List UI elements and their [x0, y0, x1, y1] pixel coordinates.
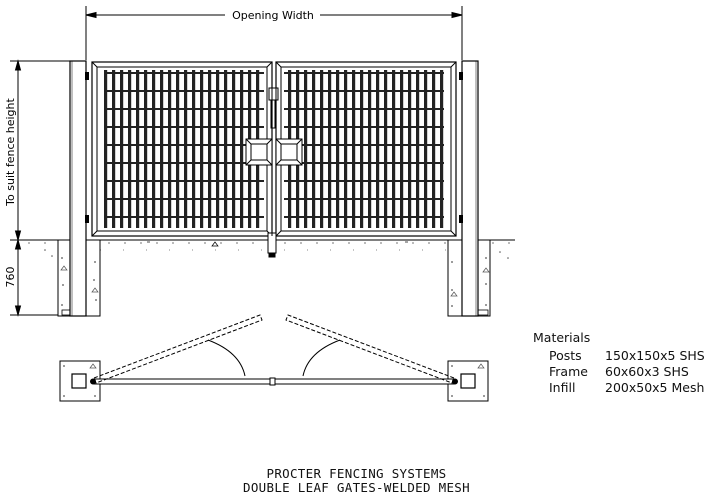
materials-label: Posts [549, 348, 582, 363]
company-name: PROCTER FENCING SYSTEMS [266, 466, 447, 481]
materials-value: 60x60x3 SHS [605, 364, 689, 379]
opening-width-label: Opening Width [232, 9, 314, 22]
right-post [459, 60, 479, 317]
fence-height-dimension [10, 59, 70, 317]
title-block: PROCTER FENCING SYSTEMS DOUBLE LEAF GATE… [0, 467, 713, 495]
materials-row-posts: Posts 150x150x5 SHS [533, 348, 705, 364]
left-post [69, 60, 89, 317]
drop-bolt [267, 62, 279, 258]
fence-height-label: To suit fence height [4, 98, 17, 207]
materials-row-frame: Frame 60x60x3 SHS [533, 364, 705, 380]
materials-heading: Materials [533, 330, 591, 345]
ground-markers [147, 241, 408, 247]
plan-swing-arcs [207, 339, 341, 377]
materials-table: Materials Posts 150x150x5 SHS Frame 60x6… [533, 330, 705, 396]
materials-value: 200x50x5 Mesh [605, 380, 705, 395]
materials-row-infill: Infill 200x50x5 Mesh [533, 380, 705, 396]
materials-label: Infill [549, 380, 576, 395]
left-gate-leaf [91, 61, 273, 237]
drawing-title: DOUBLE LEAF GATES-WELDED MESH [243, 480, 470, 495]
lock-plate [245, 138, 303, 166]
plan-closed-gates [90, 377, 458, 386]
materials-label: Frame [549, 364, 588, 379]
footing-depth-label: 760 [4, 267, 17, 288]
opening-width-dimension [85, 6, 463, 60]
right-gate-leaf [275, 61, 457, 237]
plan-open-gates [93, 314, 455, 384]
materials-value: 150x150x5 SHS [605, 348, 705, 363]
